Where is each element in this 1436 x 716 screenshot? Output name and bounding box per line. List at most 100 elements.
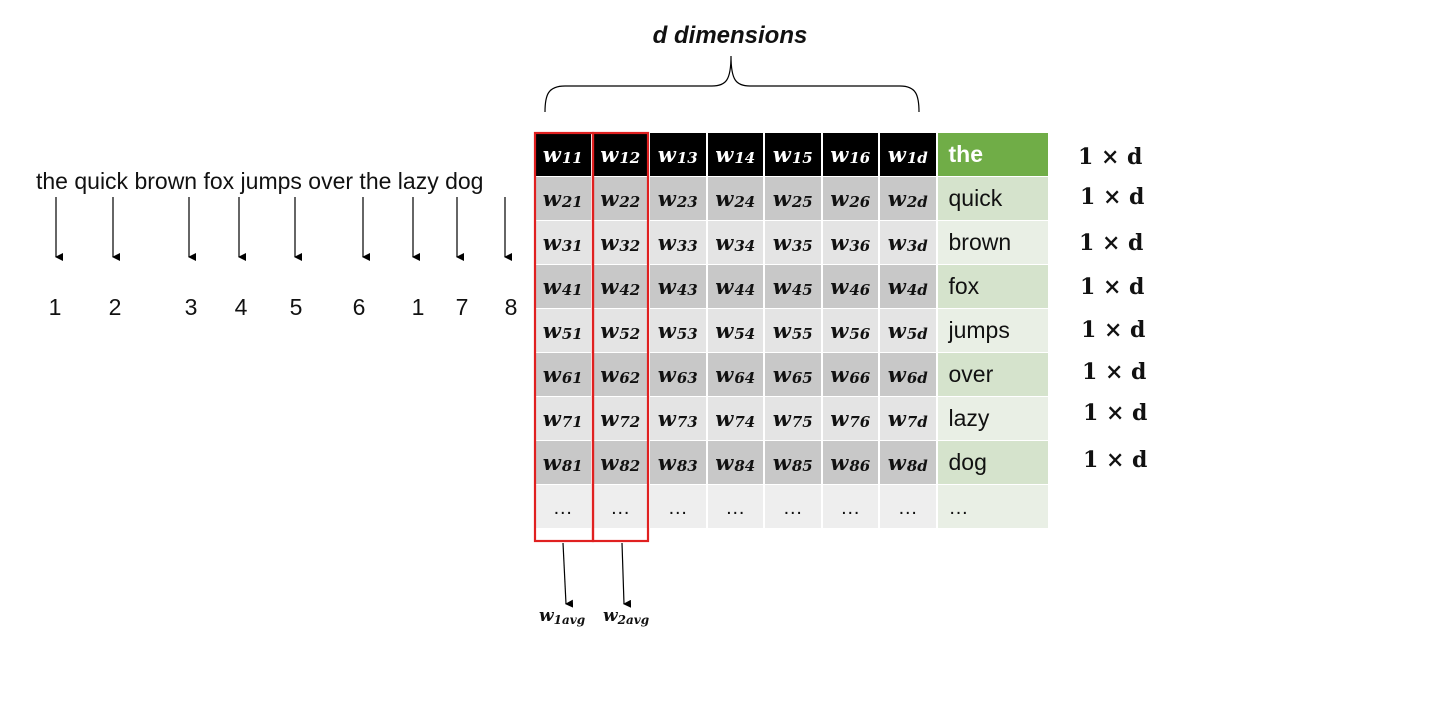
- cell-subscript: 24: [734, 193, 756, 212]
- cell-variable: w: [887, 317, 906, 343]
- cell-variable: w: [715, 229, 734, 255]
- cell-variable: w: [657, 185, 676, 211]
- input-sentence: the quick brown fox jumps over the lazy …: [36, 168, 484, 194]
- cell-variable: w: [830, 185, 849, 211]
- cell-subscript: 54: [734, 325, 756, 344]
- cell-subscript: 86: [849, 457, 871, 476]
- average-arrow: [562, 542, 574, 608]
- cell-subscript: 21: [561, 193, 583, 212]
- cell-subscript: 6d: [906, 369, 928, 388]
- cell-variable: w: [600, 229, 619, 255]
- average-subscript: 1avg: [553, 613, 586, 627]
- cell-subscript: 33: [676, 237, 698, 256]
- cell-subscript: 44: [734, 281, 756, 300]
- cell-variable: w: [830, 229, 849, 255]
- cell-subscript: 71: [561, 413, 583, 432]
- cell-subscript: 7d: [906, 413, 928, 432]
- cell-variable: w: [887, 405, 906, 431]
- cell-variable: w: [887, 449, 906, 475]
- cell-variable: w: [715, 273, 734, 299]
- ellipsis-cell: …: [822, 485, 878, 528]
- token-index: 1: [411, 294, 425, 320]
- ellipsis-cell: …: [707, 485, 763, 528]
- cell-variable: w: [542, 317, 561, 343]
- cell-variable: w: [657, 449, 676, 475]
- cell-variable: w: [600, 317, 619, 343]
- cell-variable: w: [600, 449, 619, 475]
- cell-subscript: 42: [619, 281, 641, 300]
- cell-subscript: 12: [619, 149, 641, 168]
- cell-variable: w: [830, 405, 849, 431]
- token-index: 3: [184, 294, 198, 320]
- token-index: 8: [504, 294, 518, 320]
- cell-subscript: 15: [791, 149, 813, 168]
- cell-variable: w: [657, 317, 676, 343]
- cell-subscript: 65: [791, 369, 813, 388]
- cell-subscript: 83: [676, 457, 698, 476]
- cell-subscript: 82: [619, 457, 641, 476]
- cell-variable: w: [830, 361, 849, 387]
- row-word: brown: [937, 221, 1048, 264]
- cell-subscript: 46: [849, 281, 871, 300]
- cell-variable: w: [542, 229, 561, 255]
- cell-variable: w: [715, 141, 734, 167]
- cell-variable: w: [542, 405, 561, 431]
- cell-subscript: 62: [619, 369, 641, 388]
- cell-subscript: 34: [734, 237, 756, 256]
- cell-subscript: 45: [791, 281, 813, 300]
- cell-subscript: 2d: [906, 193, 928, 212]
- row-word: over: [937, 353, 1048, 396]
- cell-variable: w: [715, 405, 734, 431]
- cell-variable: w: [772, 141, 791, 167]
- cell-variable: w: [542, 361, 561, 387]
- token-index: 2: [108, 294, 122, 320]
- column-average-label: w1avg: [539, 606, 586, 627]
- cell-variable: w: [715, 361, 734, 387]
- row-word: jumps: [937, 309, 1048, 352]
- cell-subscript: 22: [619, 193, 641, 212]
- cell-subscript: 32: [619, 237, 641, 256]
- row-word: lazy: [937, 397, 1048, 440]
- cell-variable: w: [772, 361, 791, 387]
- token-index: 5: [289, 294, 303, 320]
- cell-variable: w: [887, 361, 906, 387]
- column-average-label: w2avg: [603, 606, 650, 627]
- cell-subscript: 73: [676, 413, 698, 432]
- cell-subscript: 8d: [906, 457, 928, 476]
- cell-subscript: 75: [791, 413, 813, 432]
- cell-variable: w: [600, 273, 619, 299]
- cell-variable: w: [887, 273, 906, 299]
- cell-variable: w: [600, 185, 619, 211]
- ellipsis-cell: …: [937, 485, 1048, 528]
- average-subscript: 2avg: [617, 613, 650, 627]
- cell-subscript: 23: [676, 193, 698, 212]
- cell-variable: w: [657, 229, 676, 255]
- cell-variable: w: [887, 185, 906, 211]
- cell-variable: w: [772, 185, 791, 211]
- row-dimension-label: 1 × d: [1080, 184, 1145, 210]
